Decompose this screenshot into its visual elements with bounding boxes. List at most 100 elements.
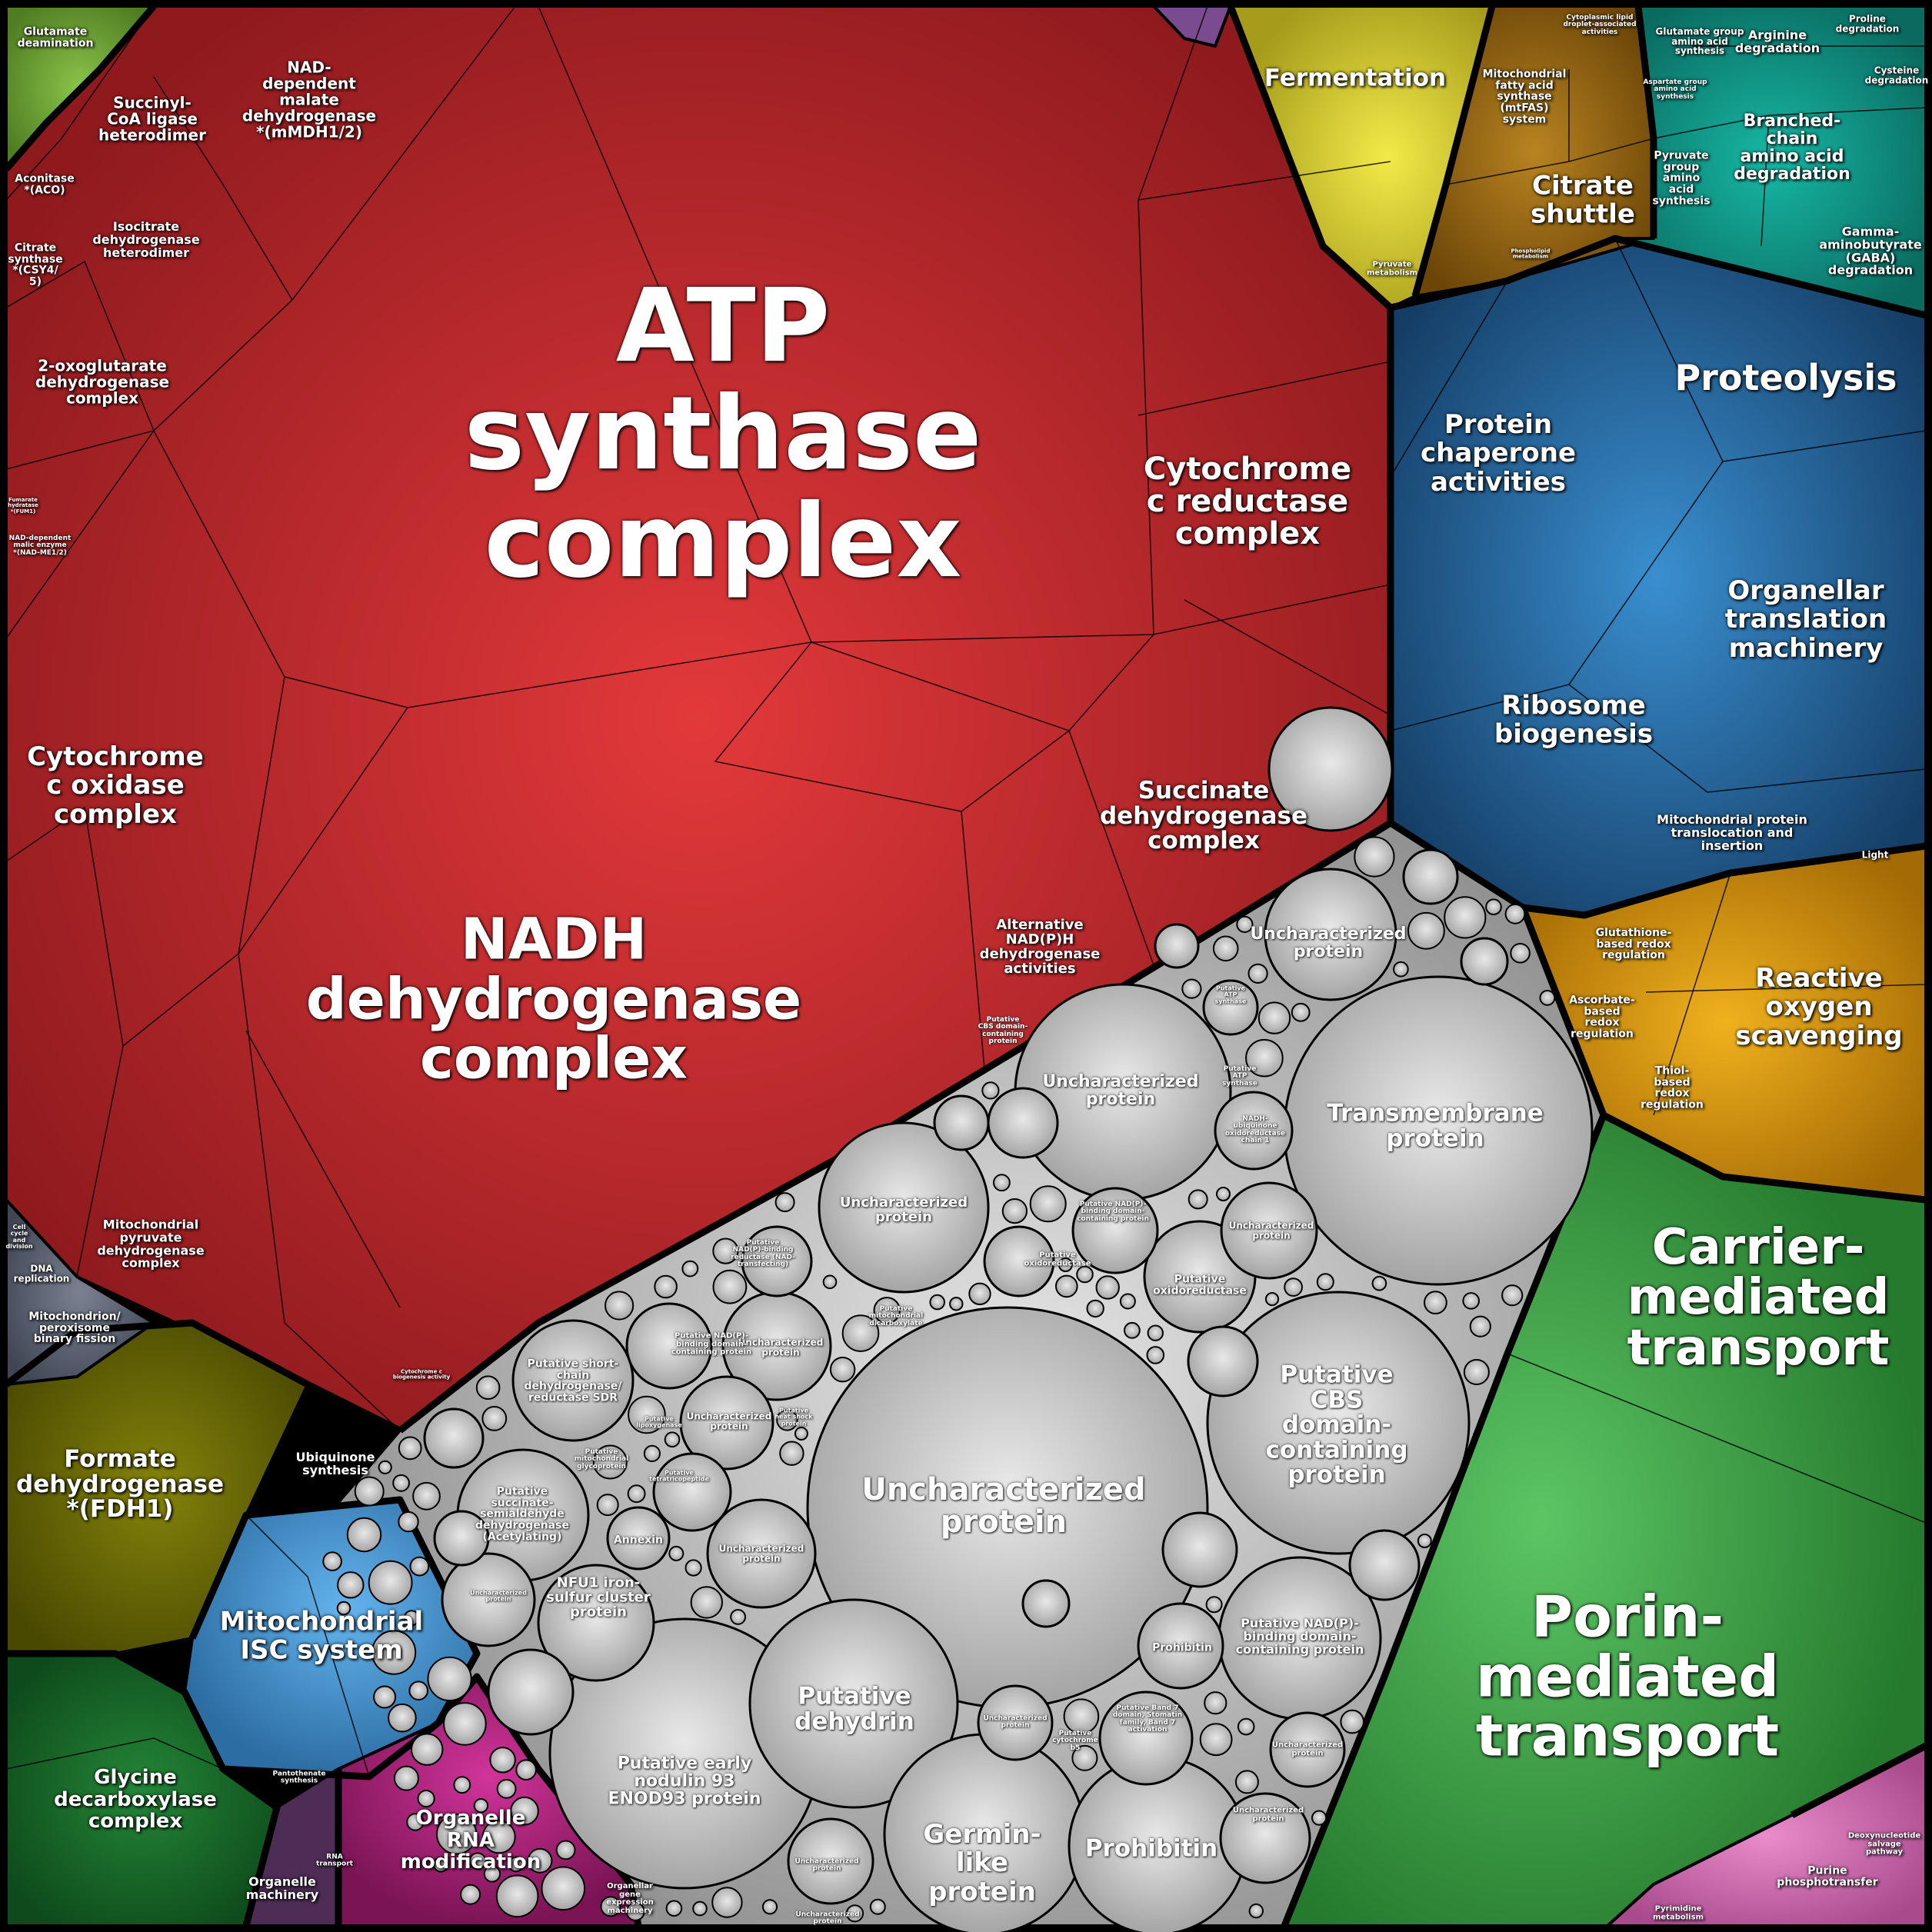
tiny-bubble[interactable] [1444,896,1487,939]
bubble-unchar-16[interactable] [652,1452,732,1532]
tiny-bubble[interactable] [1245,1038,1284,1078]
tiny-bubble[interactable] [1284,1277,1303,1297]
tiny-bubble[interactable] [417,1790,435,1808]
bubble-unchar-29[interactable] [1154,923,1200,969]
tiny-bubble[interactable] [510,1796,539,1826]
tiny-bubble[interactable] [1029,1185,1067,1223]
bubble-nfu1[interactable] [537,1564,655,1682]
tiny-bubble[interactable] [1247,963,1268,984]
tiny-bubble[interactable] [1086,1299,1104,1318]
tiny-bubble[interactable] [1001,1198,1028,1224]
tiny-bubble[interactable] [1076,1265,1094,1284]
bubble-band7[interactable] [1098,1690,1194,1786]
tiny-bubble[interactable] [481,1406,508,1431]
bubble-cbs[interactable] [1206,1291,1471,1555]
tiny-bubble[interactable] [515,1759,537,1780]
tiny-bubble[interactable] [1485,898,1502,915]
tiny-bubble[interactable] [481,1820,516,1854]
tiny-bubble[interactable] [460,1884,481,1905]
bubble-unchar-12[interactable] [787,1817,874,1905]
tiny-bubble[interactable] [628,1395,666,1434]
tiny-bubble[interactable] [427,1656,472,1701]
tiny-bubble[interactable] [322,1551,342,1571]
bubble-unchar-30[interactable] [1202,979,1259,1036]
bubble-unchar-27[interactable] [423,1407,485,1469]
tiny-bubble[interactable] [1216,1187,1231,1201]
tiny-bubble[interactable] [665,1900,683,1917]
tiny-bubble[interactable] [1181,978,1202,999]
tiny-bubble[interactable] [1311,1810,1327,1826]
tiny-bubble[interactable] [468,1852,487,1870]
bubble-unchar-3[interactable] [818,1121,990,1294]
tiny-bubble[interactable] [1234,1770,1259,1794]
tiny-bubble[interactable] [1463,1359,1490,1385]
tiny-bubble[interactable] [949,1297,964,1311]
tiny-bubble[interactable] [841,1314,880,1352]
tiny-bubble[interactable] [829,1357,856,1383]
tiny-bubble[interactable] [664,1431,681,1447]
bubble-unchar-17[interactable] [741,1225,813,1297]
tiny-bubble[interactable] [1188,1189,1208,1210]
tiny-bubble[interactable] [1264,1292,1280,1307]
tiny-bubble[interactable] [1316,1273,1334,1291]
tiny-bubble[interactable] [779,1441,804,1466]
tiny-bubble[interactable] [1407,911,1445,950]
tiny-bubble[interactable] [1340,1709,1364,1734]
tiny-bubble[interactable] [346,1517,382,1553]
bubble-unchar-15[interactable] [625,1302,713,1390]
bubble-unchar-26[interactable] [1021,1579,1071,1628]
bubble-unchar-20[interactable] [487,1648,575,1736]
tiny-bubble[interactable] [1212,935,1239,962]
tiny-bubble[interactable] [1095,1275,1120,1300]
tiny-bubble[interactable] [495,1874,539,1918]
tiny-bubble[interactable] [627,1484,646,1504]
bubble-prohibitin-small[interactable] [1137,1602,1224,1690]
bubble-unchar-21[interactable] [1161,1511,1238,1588]
tiny-bubble[interactable] [337,1571,365,1599]
tiny-bubble[interactable] [643,1444,661,1463]
tiny-bubble[interactable] [541,1866,586,1911]
tiny-bubble[interactable] [371,1630,417,1675]
bubble-unchar-4[interactable] [1264,868,1397,1001]
bubble-unchar-31[interactable] [1402,848,1459,905]
tiny-bubble[interactable] [496,1779,517,1799]
tiny-bubble[interactable] [489,1747,516,1774]
tiny-bubble[interactable] [822,1274,838,1290]
tiny-bubble[interactable] [596,1494,619,1517]
bubble-annexin[interactable] [606,1506,671,1571]
tiny-bubble[interactable] [625,1901,645,1921]
tiny-bubble[interactable] [690,1586,723,1619]
tiny-bubble[interactable] [592,1444,628,1480]
tiny-bubble[interactable] [368,1560,413,1605]
bubble-dehydrin[interactable] [748,1598,959,1809]
tiny-bubble[interactable] [1469,1315,1491,1337]
bubble-unchar-28[interactable] [433,1510,490,1567]
tiny-bubble[interactable] [527,1847,553,1874]
tiny-bubble[interactable] [1424,1291,1447,1314]
tiny-bubble[interactable] [475,1375,501,1400]
tiny-bubble[interactable] [1147,1324,1164,1341]
tiny-bubble[interactable] [436,1814,478,1855]
bubble-nadh-ubq[interactable] [1214,1091,1294,1171]
tiny-bubble[interactable] [1501,1284,1524,1307]
tiny-bubble[interactable] [408,1681,429,1700]
tiny-bubble[interactable] [398,1436,422,1461]
tiny-bubble[interactable] [981,1081,1000,1100]
tiny-bubble[interactable] [473,1798,489,1814]
tiny-bubble[interactable] [1504,903,1526,924]
tiny-bubble[interactable] [712,1237,739,1264]
tiny-bubble[interactable] [1237,1717,1255,1736]
tiny-bubble[interactable] [1204,1691,1227,1715]
tiny-bubble[interactable] [443,1702,487,1746]
bubble-unchar-22[interactable] [1348,1529,1421,1601]
tiny-bubble[interactable] [336,1601,351,1616]
bubble-unchar-23[interactable] [1187,1325,1259,1397]
tiny-bubble[interactable] [761,1899,778,1915]
tiny-bubble[interactable] [929,1294,945,1311]
tiny-bubble[interactable] [388,1703,417,1733]
tiny-bubble[interactable] [1063,1698,1100,1734]
tiny-bubble[interactable] [555,1840,576,1860]
tiny-bubble[interactable] [398,1511,419,1533]
tiny-bubble[interactable] [774,1192,795,1213]
tiny-bubble[interactable] [1146,1346,1165,1364]
